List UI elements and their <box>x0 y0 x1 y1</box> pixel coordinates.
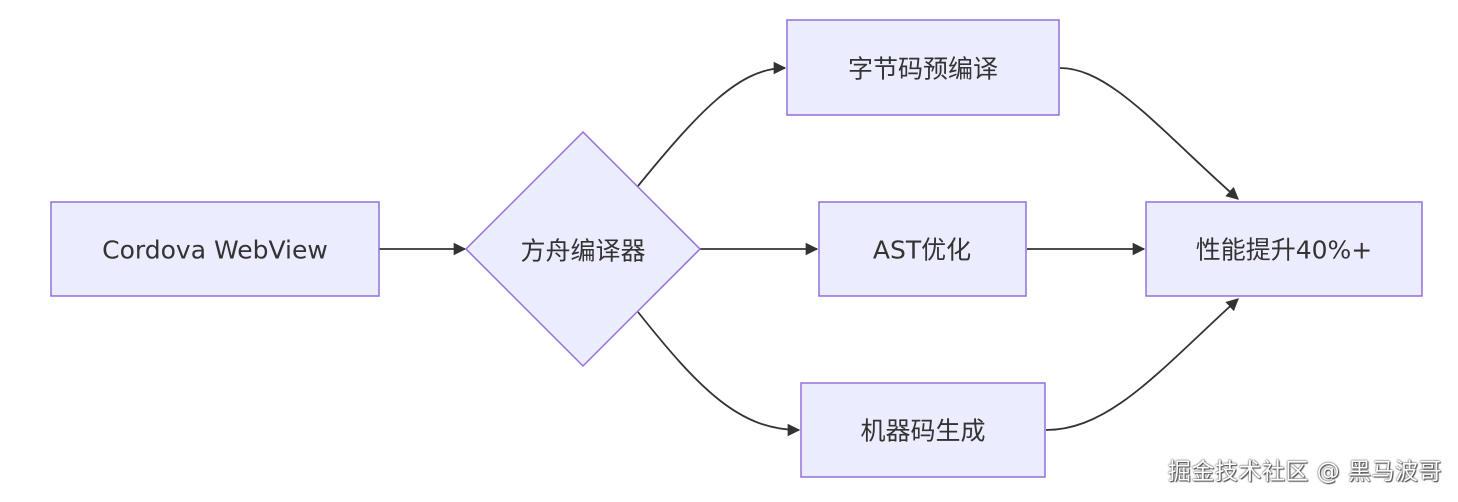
edge-bytecode-result <box>1059 67 1239 200</box>
edges <box>379 61 1239 437</box>
node-ast-box <box>818 201 1027 297</box>
node-machine-box <box>800 382 1046 478</box>
node-webview-label: Cordova WebView <box>102 236 328 265</box>
node-result-label: 性能提升40%+ <box>1196 236 1373 265</box>
edge-machine-result <box>1045 298 1239 431</box>
node-bytecode: 字节码预编译 <box>786 19 1060 116</box>
node-bytecode-label: 字节码预编译 <box>848 55 998 84</box>
node-compiler-diamond <box>464 130 702 368</box>
node-ast-label: AST优化 <box>873 236 971 265</box>
node-webview-box <box>50 201 380 297</box>
edge-compiler-machine <box>637 311 801 437</box>
node-bytecode-box <box>786 19 1060 116</box>
node-result: 性能提升40%+ <box>1145 201 1423 297</box>
edge-compiler-bytecode <box>637 61 787 187</box>
node-ast: AST优化 <box>818 201 1027 297</box>
node-compiler: 方舟编译器 <box>464 130 702 368</box>
watermark: 掘金技术社区 @ 黑马波哥 <box>1167 459 1442 485</box>
node-compiler-label: 方舟编译器 <box>520 237 645 266</box>
node-result-box <box>1145 201 1423 297</box>
node-webview: Cordova WebView <box>50 201 380 297</box>
node-machine-label: 机器码生成 <box>860 417 985 446</box>
node-machine: 机器码生成 <box>800 382 1046 478</box>
